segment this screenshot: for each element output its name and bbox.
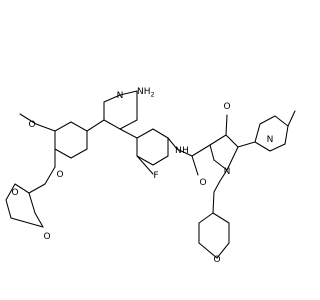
bond-49 — [287, 110, 296, 127]
pyridone-o-label: O — [223, 102, 230, 112]
bond-40 — [209, 144, 215, 161]
bond-36 — [209, 134, 227, 146]
bond-31 — [136, 155, 154, 175]
amine-label: NH2 — [137, 87, 155, 99]
bond-12 — [54, 121, 72, 132]
bond-14 — [35, 123, 56, 132]
pyridone-n-label: N — [224, 167, 231, 177]
bond-1 — [103, 94, 121, 103]
bond-50 — [219, 169, 228, 182]
bond-18 — [28, 183, 46, 194]
bond-47 — [269, 143, 286, 152]
bond-7 — [119, 128, 138, 139]
bond-53 — [212, 212, 230, 224]
bond-20 — [5, 183, 16, 201]
bond-39 — [213, 159, 228, 171]
bond-38 — [226, 146, 239, 171]
bond-28 — [152, 155, 169, 166]
bond-42 — [237, 141, 256, 148]
ether-o-label: O — [56, 170, 63, 180]
bond-13 — [70, 121, 88, 132]
bond-51 — [213, 180, 221, 193]
bond-6 — [86, 119, 105, 132]
amide-o-label: O — [199, 178, 206, 188]
bond-44 — [259, 115, 276, 125]
bond-33 — [176, 148, 193, 157]
bond-32 — [167, 137, 178, 150]
bond-29 — [136, 155, 154, 166]
atom-labels: NH2 N O O O O F NH O O N N O — [11, 87, 273, 265]
methylpyridine-n-label: N — [267, 135, 274, 145]
bond-45 — [274, 115, 289, 127]
oxane-o-label: O — [213, 255, 220, 265]
bond-55 — [216, 242, 230, 259]
bond-9 — [70, 148, 88, 159]
bond-23 — [34, 212, 44, 228]
molecule-structure: NH2 N O O O O F NH O O N N O — [5, 87, 296, 265]
bond-22 — [10, 217, 44, 228]
bond-48 — [254, 141, 271, 152]
bond-3 — [103, 119, 121, 130]
bond-25 — [136, 128, 154, 139]
dioxane-o-bottom-label: O — [43, 232, 50, 242]
amide-nh-label: NH — [175, 146, 189, 156]
pyridine-n-label: N — [117, 91, 124, 101]
bond-19 — [14, 183, 30, 194]
bond-34 — [191, 155, 199, 176]
dioxane-o-top-label: O — [11, 188, 18, 198]
bond-0 — [119, 90, 138, 96]
bond-10 — [54, 148, 72, 159]
bond-17 — [44, 166, 56, 185]
bond-lines — [5, 90, 296, 259]
bond-24 — [28, 192, 36, 214]
bond-15 — [19, 113, 37, 125]
bond-26 — [152, 128, 169, 139]
methoxy-o-label: O — [28, 120, 35, 130]
bond-46 — [284, 125, 289, 145]
bond-4 — [119, 119, 138, 130]
bond-21 — [5, 199, 12, 219]
bond-56 — [198, 242, 218, 259]
bond-52 — [212, 191, 215, 214]
bond-41 — [225, 114, 228, 136]
fluorine-label: F — [153, 171, 158, 181]
bond-58 — [198, 212, 214, 224]
bond-43 — [254, 123, 261, 143]
bond-37 — [225, 134, 239, 148]
bond-35 — [191, 144, 211, 157]
